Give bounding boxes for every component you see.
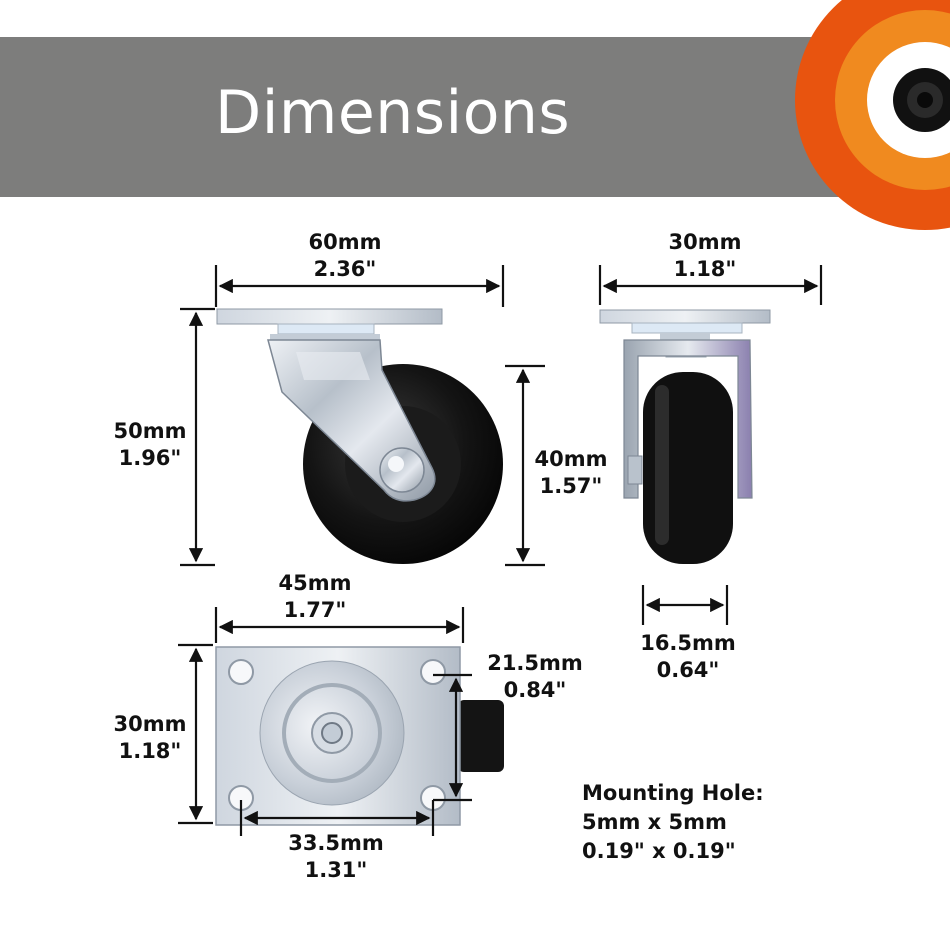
label-wheel-diameter: 40mm 1.57" — [523, 446, 619, 500]
label-side-width: 60mm 2.36" — [285, 229, 405, 283]
dimension-lines — [178, 265, 823, 836]
side-top-plate — [216, 308, 443, 325]
axle-bolt — [379, 447, 425, 493]
label-plate-length-mm: 45mm — [278, 571, 352, 595]
mount-hole-tl — [228, 659, 254, 685]
label-hole-spacing-y-mm: 21.5mm — [487, 651, 583, 675]
label-hole-spacing-x: 33.5mm 1.31" — [276, 830, 396, 884]
label-wheel-width-mm: 16.5mm — [640, 631, 736, 655]
label-plate-width-mm: 30mm — [113, 712, 187, 736]
label-hole-spacing-y-in: 0.84" — [503, 678, 567, 702]
label-front-width: 30mm 1.18" — [645, 229, 765, 283]
front-top-plate — [599, 309, 771, 324]
label-wheel-diameter-in: 1.57" — [539, 474, 603, 498]
label-side-width-in: 2.36" — [313, 257, 377, 281]
label-wheel-diameter-mm: 40mm — [534, 447, 608, 471]
header-band — [0, 37, 950, 197]
center-rivet — [321, 722, 343, 744]
label-hole-spacing-y: 21.5mm 0.84" — [480, 650, 590, 704]
caster-side-view — [216, 308, 503, 564]
label-front-width-in: 1.18" — [673, 257, 737, 281]
mounting-hole-note: Mounting Hole: 5mm x 5mm 0.19" x 0.19" — [582, 779, 764, 866]
label-wheel-width-in: 0.64" — [656, 658, 720, 682]
page-title: Dimensions — [215, 78, 571, 148]
brand-logo — [795, 0, 950, 230]
label-plate-width-in: 1.18" — [118, 739, 182, 763]
label-side-height: 50mm 1.96" — [100, 418, 200, 472]
caster-front-view — [599, 309, 771, 564]
label-hole-spacing-x-mm: 33.5mm — [288, 831, 384, 855]
label-side-height-mm: 50mm — [113, 419, 187, 443]
top-wheel-stub — [458, 700, 504, 772]
label-hole-spacing-x-in: 1.31" — [304, 858, 368, 882]
label-front-width-mm: 30mm — [668, 230, 742, 254]
label-side-width-mm: 60mm — [308, 230, 382, 254]
mounting-hole-size-mm: 5mm x 5mm — [582, 810, 727, 834]
mount-hole-tr — [420, 659, 446, 685]
label-wheel-width: 16.5mm 0.64" — [628, 630, 748, 684]
label-side-height-in: 1.96" — [118, 446, 182, 470]
caster-top-view — [215, 646, 504, 826]
label-plate-width: 30mm 1.18" — [100, 711, 200, 765]
mounting-hole-title: Mounting Hole: — [582, 781, 764, 805]
mounting-hole-size-in: 0.19" x 0.19" — [582, 839, 736, 863]
label-plate-length: 45mm 1.77" — [255, 570, 375, 624]
label-plate-length-in: 1.77" — [283, 598, 347, 622]
